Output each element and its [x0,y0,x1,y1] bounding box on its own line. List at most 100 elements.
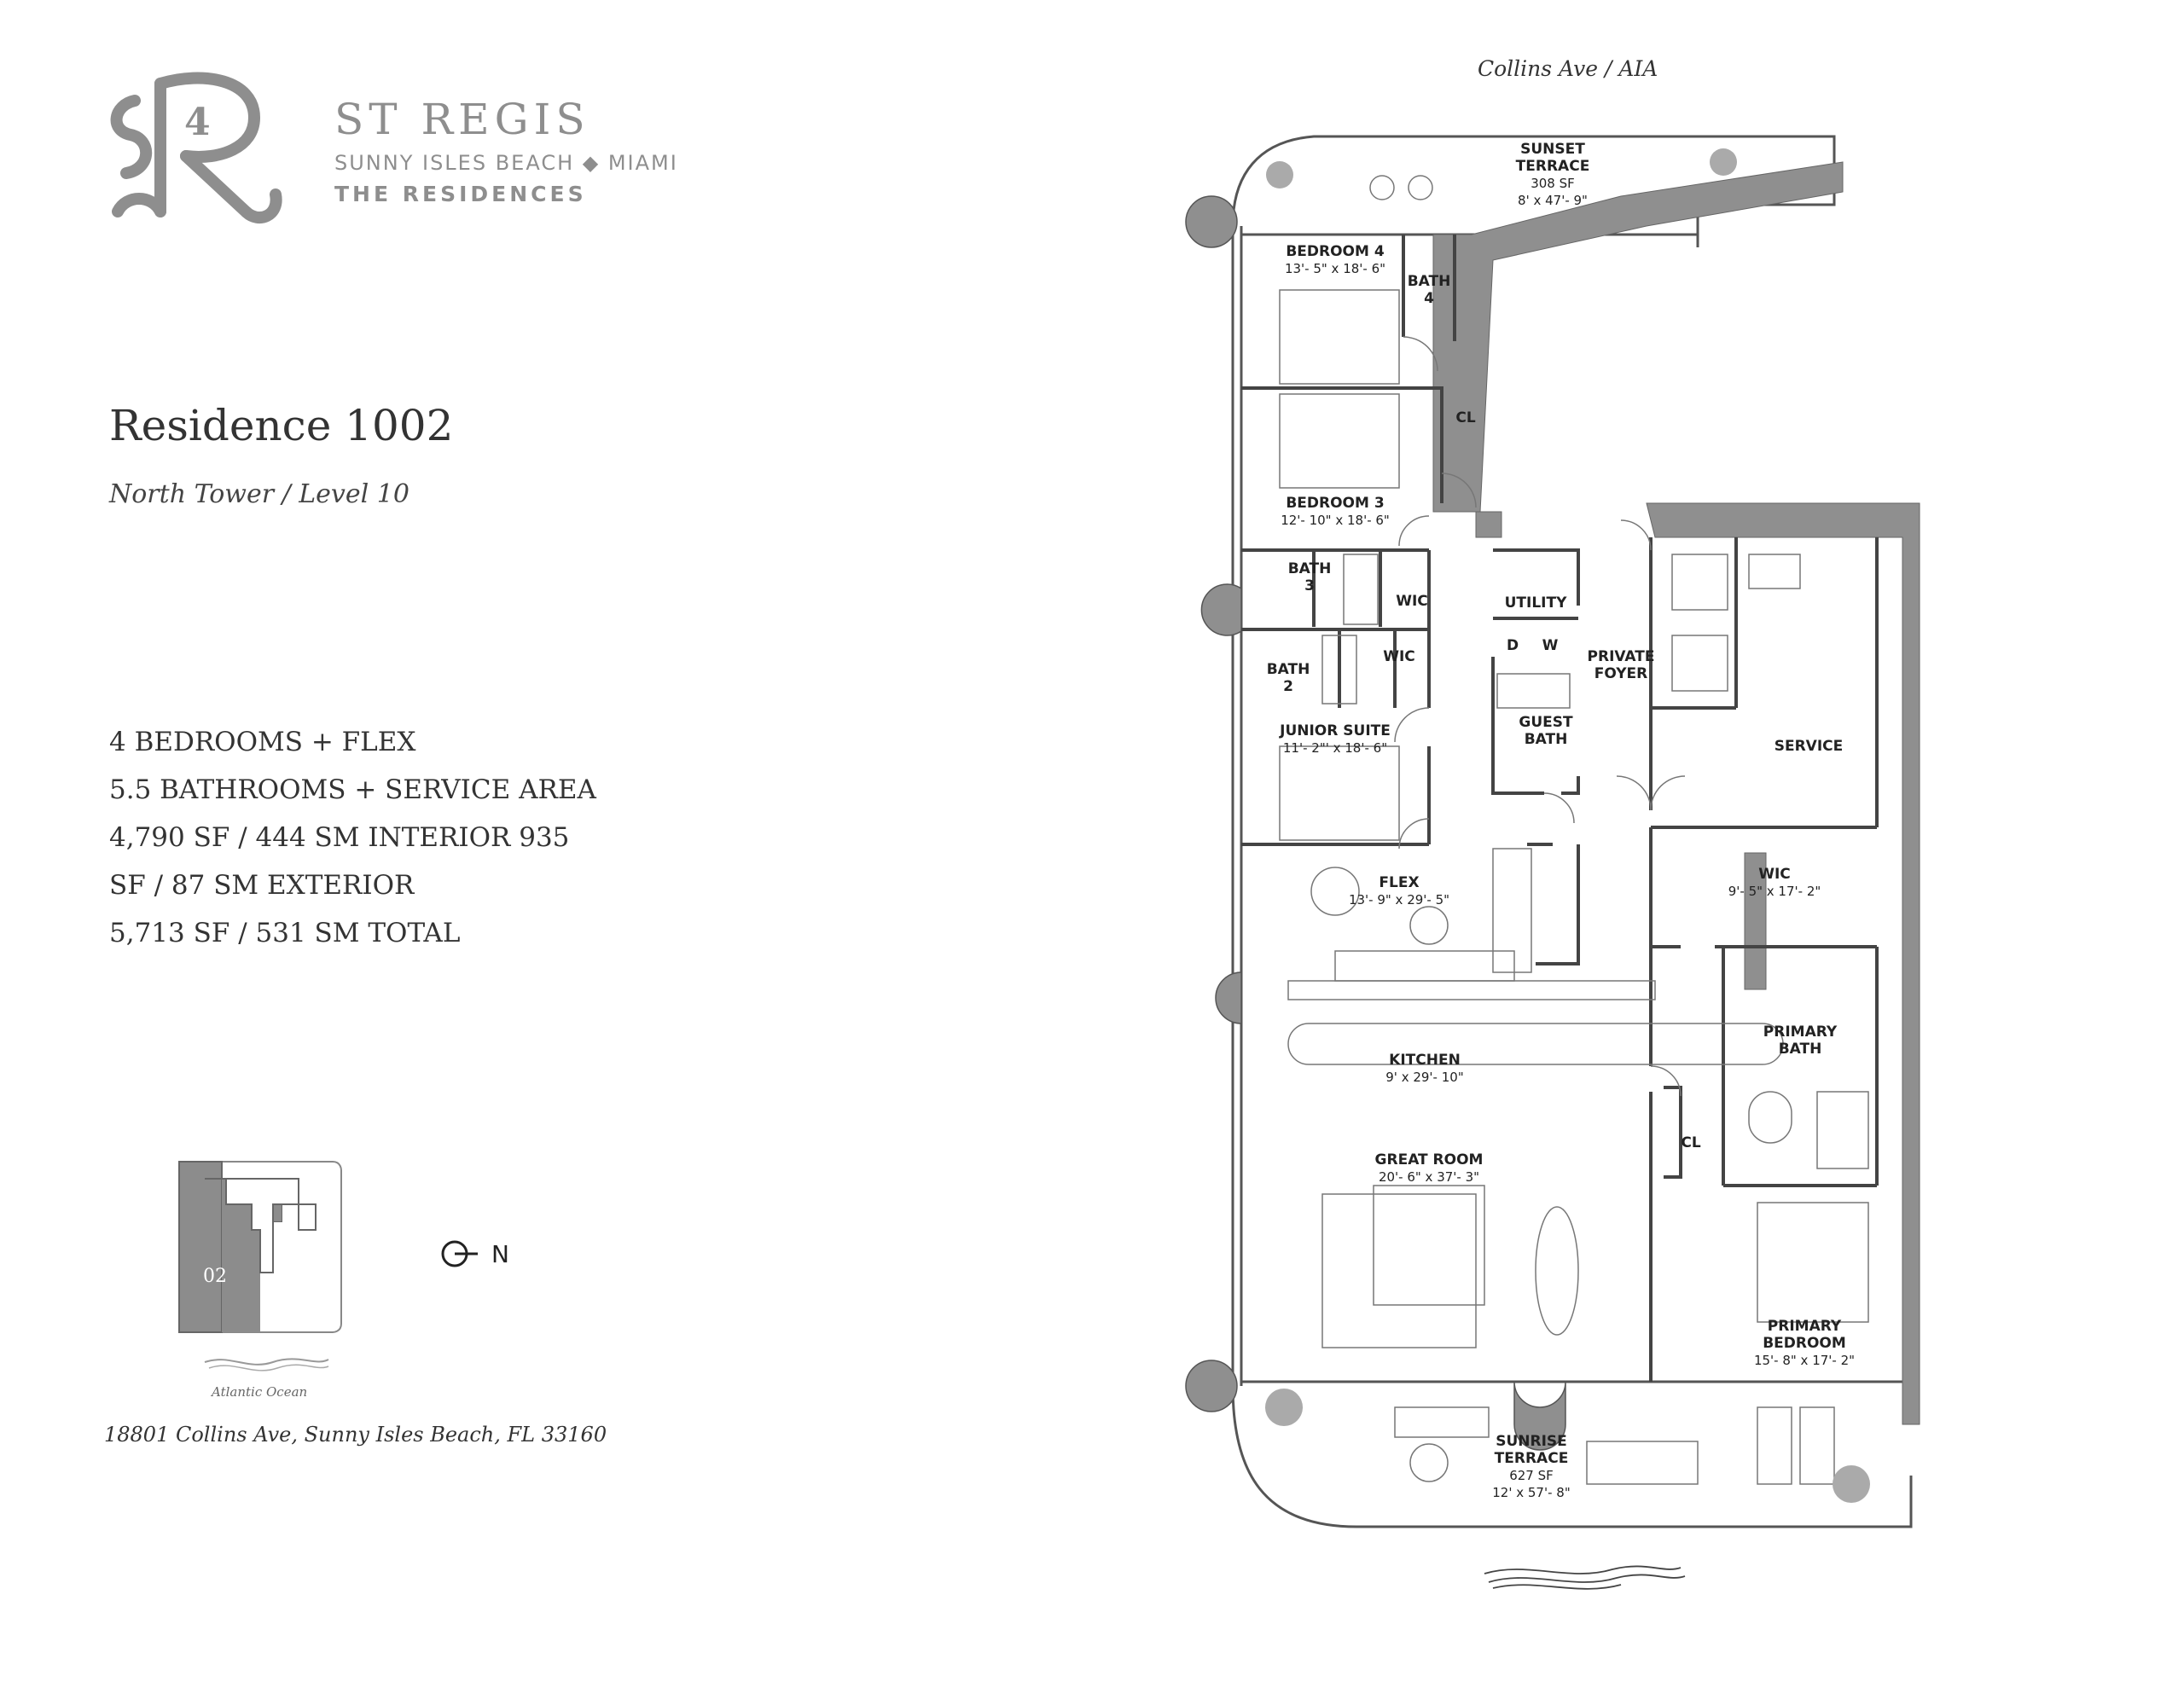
room-area: 308 SF [1531,176,1575,191]
sofa-icon [1394,1406,1490,1438]
room-great-room: GREAT ROOM [1375,1151,1484,1168]
key-plan-outline [178,1161,342,1333]
sofa-icon [1373,1185,1485,1306]
elevator-icon [1671,635,1728,692]
room-private-foyer: PRIVATE [1588,648,1655,665]
room-bath-4: 4 [1424,290,1434,307]
room-sunrise-terrace: TERRACE [1495,1450,1569,1467]
room-dims: 15'- 8" x 17'- 2" [1754,1353,1855,1368]
room-wic: WIC [1396,593,1428,610]
structural-walls [1432,161,1920,1425]
residence-title: Residence 1002 [109,401,454,450]
room-bath-3: BATH [1288,560,1332,577]
bathtub-icon [1748,1091,1792,1144]
bed-icon [1279,745,1400,841]
room-primary-bath: PRIMARY [1763,1023,1838,1041]
room-dims: 12' x 57'- 8" [1492,1485,1570,1500]
columns [1185,195,1566,1451]
kitchen-island [1287,1023,1784,1065]
spec-line: SF / 87 SM EXTERIOR [109,870,415,901]
table-icon [1409,1443,1449,1482]
kitchen-counter [1287,980,1656,1000]
lounger-icon [1757,1406,1792,1485]
room-bath-4: BATH [1408,273,1451,290]
address: 18801 Collins Ave, Sunny Isles Beach, FL… [104,1423,607,1447]
table-icon [1409,906,1449,945]
ocean-label: Atlantic Ocean [210,1384,307,1400]
room-sunrise-terrace: SUNRISE [1496,1433,1567,1450]
wave-icon [208,1364,329,1371]
room-primary-bedroom: PRIMARY [1768,1318,1842,1335]
room-junior-suite: JUNIOR SUITE [1279,722,1391,739]
room-primary-bath: BATH [1779,1041,1822,1058]
unit-specs: 4 BEDROOMS + FLEX 5.5 BATHROOMS + SERVIC… [109,718,596,957]
room-primary-bedroom: BEDROOM [1763,1335,1846,1352]
lounger-icon [1799,1406,1835,1485]
bed-icon [1279,289,1400,385]
svg-text:4: 4 [184,101,211,144]
spec-line: 5.5 BATHROOMS + SERVICE AREA [109,774,596,805]
room-dims: 8' x 47'- 9" [1518,193,1588,208]
st-regis-monogram-icon: 4 [110,72,282,223]
bed-icon [1279,393,1400,489]
elevator-icon [1671,554,1728,611]
room-dims: 11'- 2"' x 18'- 6" [1283,740,1387,756]
banquette [1492,848,1532,973]
key-plan: 02 Atlantic Ocean [178,1161,342,1400]
rug [1321,1193,1477,1348]
spec-line: 5,713 SF / 531 SM TOTAL [109,918,461,948]
room-utility: UTILITY [1505,594,1567,612]
shower-icon [1343,554,1379,625]
room-guest-bath: GUEST [1519,714,1573,731]
street-label: Collins Ave / AIA [1478,56,1658,81]
sofa-icon [1334,950,1515,982]
shower-icon [1748,554,1801,589]
room-sunset-terrace: SUNSET [1520,141,1585,158]
dining-table-icon [1535,1206,1579,1336]
brand-tagline: THE RESIDENCES [334,182,587,206]
shower-icon [1321,635,1357,705]
room-closet: CL [1455,409,1475,426]
room-flex: FLEX [1379,874,1419,891]
room-bath-3: 3 [1304,577,1315,594]
north-label: N [491,1240,509,1268]
room-dims: 12'- 10" x 18'- 6" [1281,513,1390,528]
brand-location: SUNNY ISLES BEACH ◆ MIAMI [334,151,678,175]
unit-number: 02 [203,1266,227,1287]
room-bedroom-3: BEDROOM 3 [1286,495,1384,512]
room-kitchen: KITCHEN [1389,1052,1461,1069]
palm-icon [1265,148,1870,1503]
room-guest-bath: BATH [1525,731,1568,748]
dryer-label: D [1507,637,1519,654]
brand-block: ST REGIS SUNNY ISLES BEACH ◆ MIAMI THE R… [334,98,678,205]
room-dims: 13'- 9" x 29'- 5" [1349,892,1449,907]
spec-line: 4 BEDROOMS + FLEX [109,727,416,757]
wave-icon [204,1358,329,1366]
room-bedroom-4: BEDROOM 4 [1286,243,1385,260]
washer-label: W [1542,637,1559,654]
north-arrow-icon: N [441,1240,509,1268]
shower-icon [1496,673,1571,709]
room-dims: 20'- 6" x 37'- 3" [1379,1169,1479,1185]
room-primary-wic: WIC [1758,866,1791,883]
room-bath-2: 2 [1283,678,1293,695]
room-wic: WIC [1383,648,1415,665]
bed-icon [1757,1202,1869,1323]
fixtures [1279,175,1869,1485]
chair-icon [1369,175,1395,200]
interior-walls [1241,235,1879,1382]
room-labels: SUNSET TERRACE 308 SF 8' x 47'- 9" BEDRO… [1267,141,1855,1500]
room-closet: CL [1681,1134,1700,1151]
room-private-foyer: FOYER [1594,665,1647,682]
room-dims: 9' x 29'- 10" [1385,1070,1463,1085]
room-dims: 9'- 5" x 17'- 2" [1728,884,1821,899]
wave-icon [1484,1565,1686,1590]
room-dims: 13'- 5" x 18'- 6" [1285,261,1385,276]
brand-name: ST REGIS [334,95,590,144]
floor-plan: SUNSET TERRACE 308 SF 8' x 47'- 9" BEDRO… [1185,135,1920,1590]
exterior-walls [1231,135,1913,1528]
door-swings [1394,336,1686,1097]
chair-icon [1408,175,1433,200]
spec-line: 4,790 SF / 444 SM INTERIOR 935 [109,822,570,853]
